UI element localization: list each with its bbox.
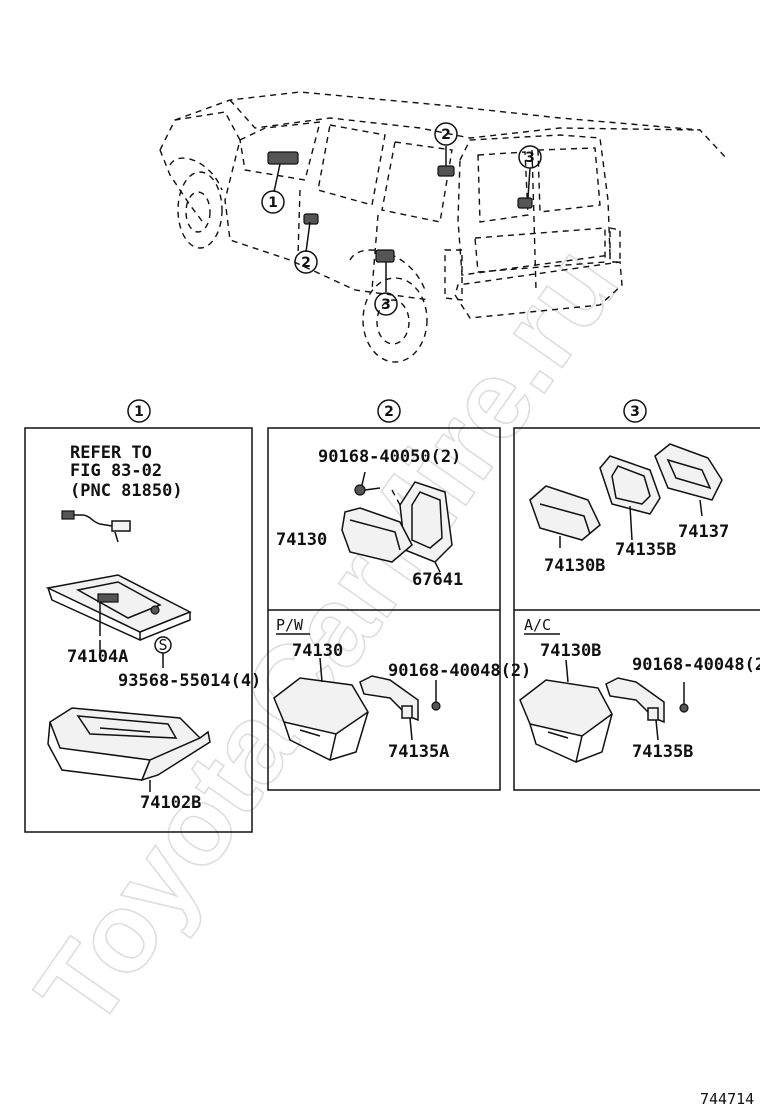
screw-marker: S: [154, 636, 172, 668]
ashtray-74102B-illustration: [47, 707, 211, 792]
callout-number: 3: [630, 404, 640, 420]
part-label-74137: 74137: [678, 522, 729, 542]
part-label-67641: 67641: [412, 570, 463, 590]
variant-label-pw: P/W: [276, 616, 304, 634]
callout-2-vehicle-door: 2: [294, 250, 318, 274]
ashtray-housing-set-illustration: [529, 443, 723, 548]
callout-3-vehicle-side: 3: [374, 292, 398, 316]
panel-1-frame: [24, 427, 253, 833]
callout-number: 3: [381, 297, 391, 313]
part-label-74135B-ac: 74135B: [632, 742, 693, 762]
part-label-74130: 74130: [276, 530, 327, 550]
callout-2-vehicle-rear: 2: [434, 122, 458, 146]
ac-ashtray-illustration: [519, 659, 689, 764]
part-label-74130-pw: 74130: [292, 641, 343, 661]
callout-number: 2: [301, 255, 311, 271]
callout-number: 1: [268, 195, 278, 211]
part-label-90168-40048-ac: 90168-40048(2): [632, 655, 760, 675]
bracket-74104A-illustration: [45, 574, 192, 655]
panel-3-frame: [513, 427, 760, 791]
vehicle-illustration: [159, 91, 729, 363]
part-label-74104A: 74104A: [67, 647, 128, 667]
part-label-74130B-ac: 74130B: [540, 641, 601, 661]
refer-to-line3: (PNC 81850): [70, 481, 183, 501]
callout-1-vehicle: 1: [261, 190, 285, 214]
figure-number: 744714: [700, 1090, 754, 1108]
panel-1-callout: 1: [127, 399, 151, 423]
lighter-wire-illustration: [61, 510, 131, 543]
callout-number: 1: [134, 404, 144, 420]
pw-ashtray-illustration: [273, 657, 441, 762]
callout-3-vehicle-rear: 3: [518, 145, 542, 169]
part-label-74130B: 74130B: [544, 556, 605, 576]
panel-2-callout: 2: [377, 399, 401, 423]
panel-2-frame: [267, 427, 501, 791]
refer-to-line1: REFER TO: [70, 443, 152, 463]
callout-number: 2: [384, 404, 394, 420]
callout-number: 2: [441, 127, 451, 143]
part-label-74102B: 74102B: [140, 793, 201, 813]
part-label-93568-55014: 93568-55014(4): [118, 671, 261, 691]
rear-ashtray-set-illustration: [341, 471, 453, 573]
variant-label-ac: A/C: [524, 616, 551, 634]
part-label-90168-40048-pw: 90168-40048(2): [388, 661, 531, 681]
screw-marker-letter: S: [158, 636, 167, 654]
refer-to-line2: FIG 83-02: [70, 461, 162, 481]
callout-number: 3: [525, 150, 535, 166]
part-label-74135A: 74135A: [388, 742, 449, 762]
watermark-text: ToyotaCarMire.ru: [12, 224, 641, 1048]
panel-3-callout: 3: [623, 399, 647, 423]
part-label-90168-40050: 90168-40050(2): [318, 447, 461, 467]
part-label-74135B: 74135B: [615, 540, 676, 560]
